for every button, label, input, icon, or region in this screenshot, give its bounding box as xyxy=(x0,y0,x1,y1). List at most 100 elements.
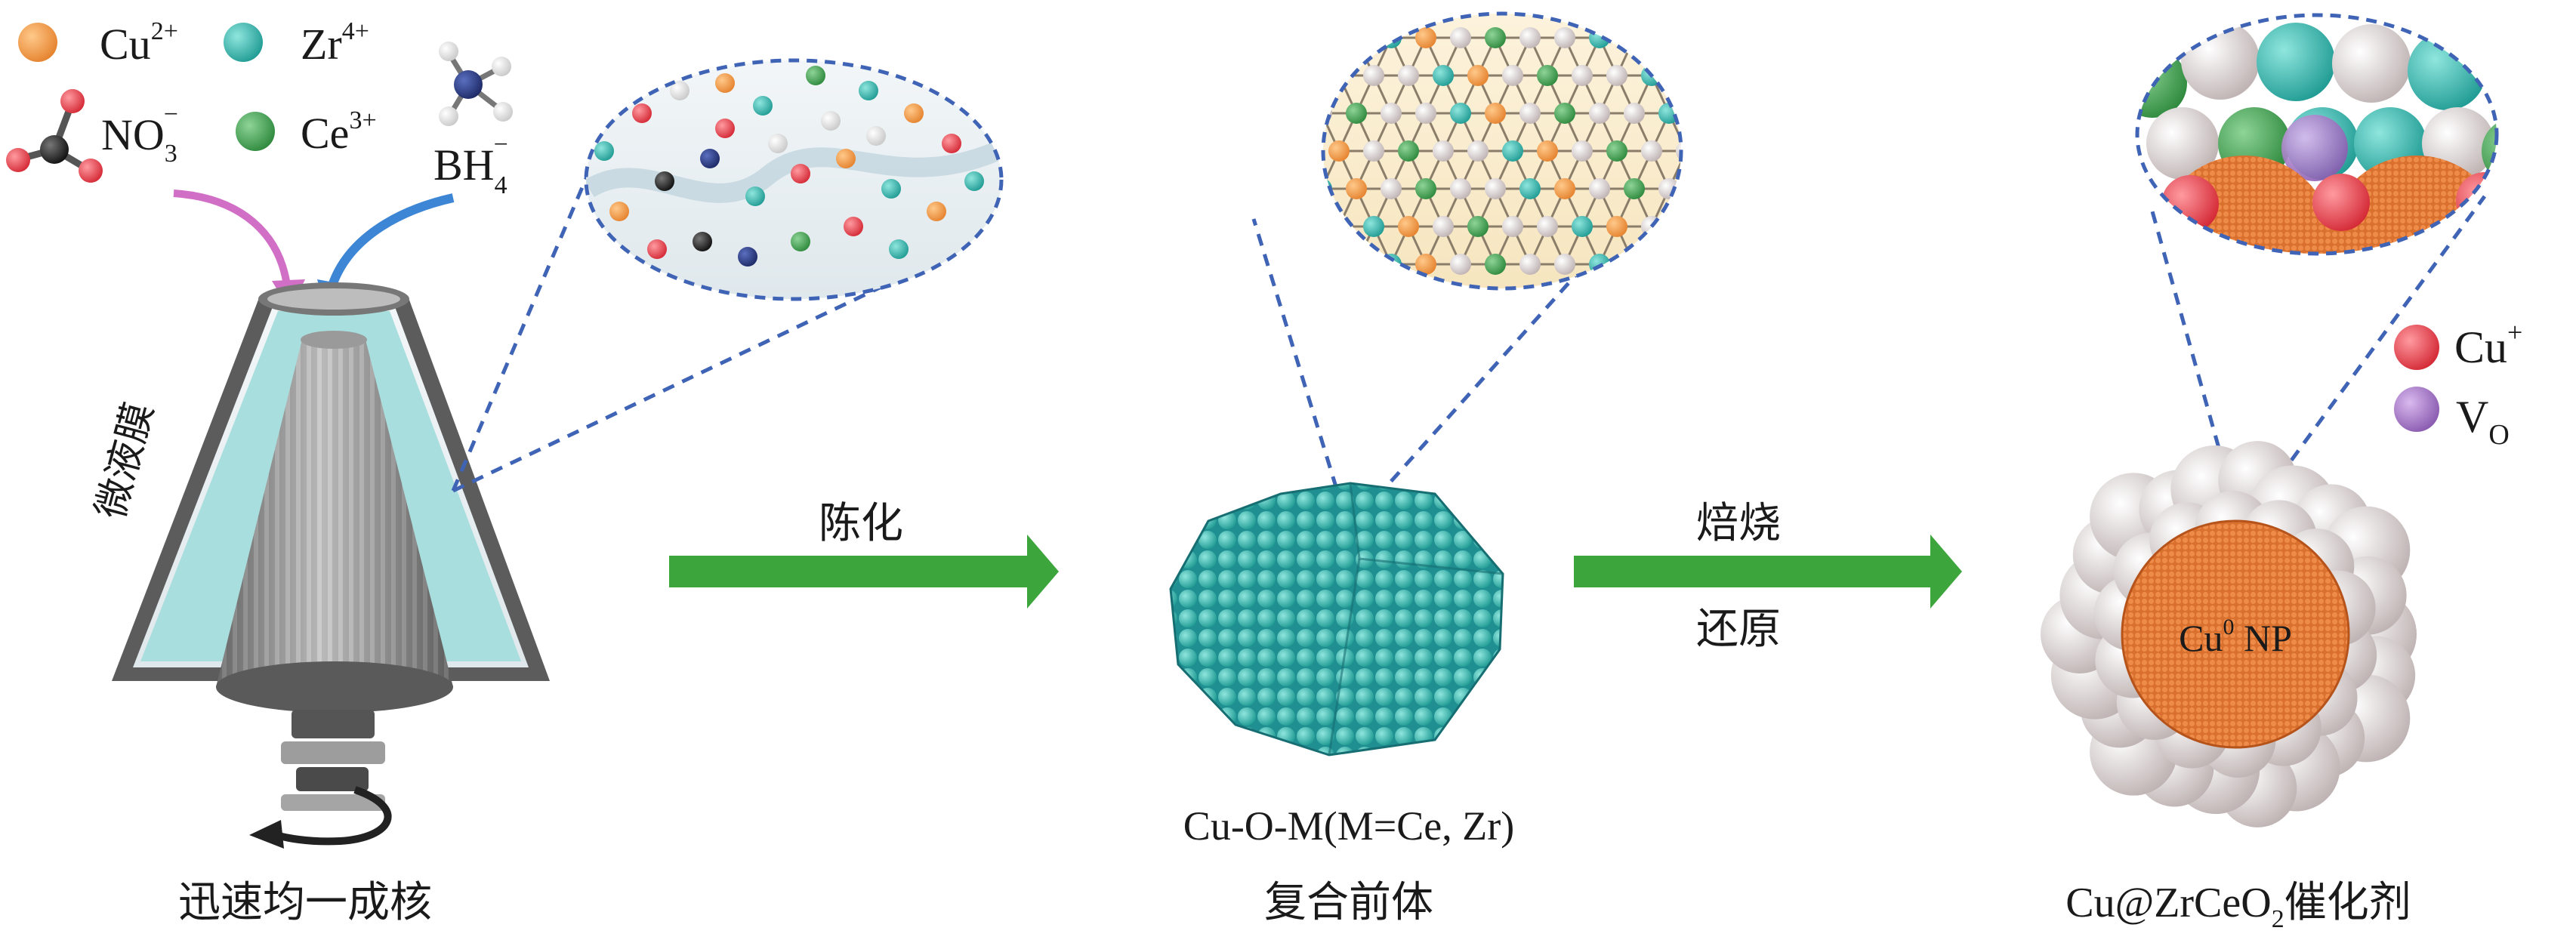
ion-particle xyxy=(836,149,856,168)
lattice-atom xyxy=(1589,178,1610,199)
lattice-atom xyxy=(1398,140,1419,162)
lattice-bond xyxy=(1667,37,1681,76)
precursor-formula: Cu-O-M(M=Ce, Zr) xyxy=(1183,803,1514,849)
lattice-atom xyxy=(1624,103,1645,124)
lattice-atom xyxy=(1658,254,1680,275)
lattice-atom xyxy=(1711,140,1732,162)
calcination-label: 焙烧 xyxy=(1696,499,1781,548)
lattice-bond xyxy=(1323,37,1340,76)
ion-particle xyxy=(791,232,810,251)
ion-particle xyxy=(859,81,878,100)
cu0-core-label: Cu0 NP xyxy=(2179,615,2292,659)
lattice-atom xyxy=(1450,254,1471,275)
lattice-atom xyxy=(1381,103,1402,124)
precursor-crystal xyxy=(1171,483,1503,755)
lattice-bond xyxy=(1704,38,1721,76)
cu-zrceo2-catalyst: Cu0 NP xyxy=(2041,13,2522,827)
lattice-bond xyxy=(1686,189,1704,227)
ce3-legend-label: Ce3+ xyxy=(301,106,377,158)
lattice-bond xyxy=(1337,226,1358,265)
lattice-atom xyxy=(1711,216,1732,237)
ion-particle xyxy=(632,103,652,123)
ion-particle xyxy=(866,126,886,146)
lattice-bond xyxy=(1686,227,1704,264)
lattice-atom xyxy=(1624,178,1645,199)
lattice-atom xyxy=(1328,140,1350,162)
lattice-atom xyxy=(1658,178,1680,199)
ion-particle xyxy=(768,134,788,153)
rotor-shaft xyxy=(292,710,375,738)
zr4-legend-label: Zr4+ xyxy=(301,17,369,69)
ion-particle xyxy=(821,111,841,131)
ion-particle xyxy=(715,119,735,138)
lattice-atom xyxy=(1346,27,1367,48)
lattice-atom xyxy=(1589,103,1610,124)
lattice-atom xyxy=(1641,140,1662,162)
lattice-atom xyxy=(1658,27,1680,48)
lattice-atom xyxy=(1450,27,1471,48)
lattice-atom xyxy=(1485,103,1506,124)
cu-plus-legend-label: Cu+ xyxy=(2454,317,2522,372)
ion-particle xyxy=(806,66,825,85)
lattice-bond xyxy=(1704,113,1721,151)
ion-particle xyxy=(942,134,961,153)
lattice-atom xyxy=(1346,103,1367,124)
aging-arrow: 陈化 xyxy=(669,499,1059,609)
lattice-atom xyxy=(1433,65,1454,86)
ion-particle xyxy=(889,239,909,259)
lattice-atom xyxy=(1415,103,1436,124)
oxygen-vacancy-legend-label: VO xyxy=(2456,392,2510,451)
lattice-atom xyxy=(1415,254,1436,275)
lattice-bond xyxy=(1686,151,1704,189)
ion-particle xyxy=(745,186,765,206)
lattice-atom xyxy=(1676,216,1681,237)
ion-particle xyxy=(753,96,773,116)
lattice-bond xyxy=(1686,113,1704,151)
lattice-atom xyxy=(1554,178,1575,199)
lattice-atom xyxy=(1467,65,1489,86)
lattice-atom xyxy=(1363,216,1384,237)
lattice-atom xyxy=(1415,178,1436,199)
ion-particle xyxy=(693,232,712,251)
lattice-atom xyxy=(1346,254,1367,275)
lattice-atom xyxy=(1450,103,1471,124)
lattice-atom xyxy=(1537,65,1558,86)
lattice-atom xyxy=(1537,140,1558,162)
composite-precursor: Cu-O-M(M=Ce, Zr) xyxy=(1169,11,1732,849)
lattice-atom xyxy=(1363,140,1384,162)
solution-zoom-view xyxy=(451,58,1004,493)
oxygen-vacancy-legend-dot xyxy=(2394,387,2439,432)
ion-particle xyxy=(904,103,924,123)
cu0-nanoparticle-core xyxy=(2122,521,2349,747)
lattice-atom xyxy=(1519,27,1541,48)
ion-particle xyxy=(647,239,667,259)
cu2-legend-dot xyxy=(18,23,57,62)
ion-particle xyxy=(964,171,984,191)
lattice-atom xyxy=(1398,65,1419,86)
lattice-atom xyxy=(1572,140,1593,162)
film-label: 微液膜 xyxy=(88,398,162,523)
lattice-atom xyxy=(1519,178,1541,199)
lattice-atom xyxy=(1363,65,1384,86)
zr4-legend-dot xyxy=(224,23,263,62)
lattice-atom xyxy=(1323,254,1332,275)
microliquid-film-reactor: 微液膜 xyxy=(88,190,550,849)
lattice-atom xyxy=(1433,140,1454,162)
ion-particle xyxy=(738,247,757,267)
lattice-atom xyxy=(1467,216,1489,237)
ion-particle xyxy=(700,149,720,168)
lattice-bond xyxy=(1704,151,1721,189)
lattice-atom xyxy=(1485,178,1506,199)
lattice-atom xyxy=(1323,27,1332,48)
ion-particle xyxy=(927,202,946,221)
ion-particle xyxy=(791,164,810,183)
lattice-atom xyxy=(1450,178,1471,199)
lattice-atom xyxy=(1572,216,1593,237)
lattice-bond xyxy=(1704,189,1721,227)
ion-particle xyxy=(715,73,735,93)
nucleation-caption: 迅速均一成核 xyxy=(178,878,432,927)
borohydride-molecule-icon xyxy=(439,42,513,126)
lattice-bond xyxy=(1323,226,1340,265)
ion-particle xyxy=(844,217,863,236)
